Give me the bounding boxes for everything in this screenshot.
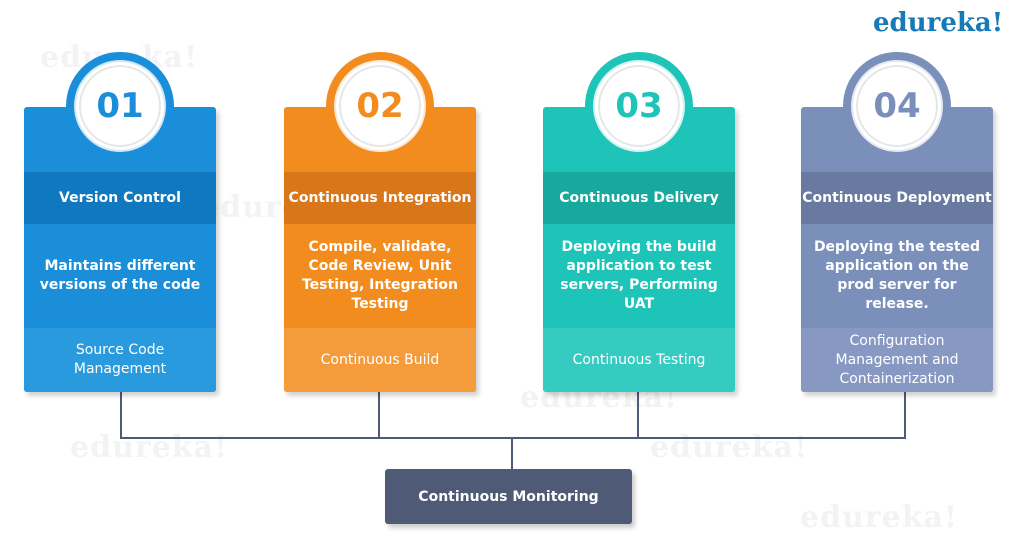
stage-number: 03 [595,62,683,150]
stage-description: Deploying the tested application on the … [813,239,981,312]
stage-number: 04 [853,62,941,150]
stage-description: Deploying the build application to test … [560,239,718,312]
stage-number-badge: 01 [66,52,174,160]
stage-tool: Continuous Build [284,328,476,392]
stage-number: 01 [76,62,164,150]
stage-description: Compile, validate, Code Review, Unit Tes… [301,239,458,312]
stage-number: 02 [336,62,424,150]
connector [378,392,380,438]
watermark: edureka! [70,430,229,465]
watermark: edureka! [650,430,809,465]
stage-card: Continuous Integration Compile, validate… [284,107,476,392]
connector [120,392,122,438]
stage-title: Version Control [24,172,216,224]
stage-title: Continuous Integration [284,172,476,224]
stage-tool: Source Code Management [24,328,216,392]
stage-number-badge: 02 [326,52,434,160]
connector [511,437,513,469]
connector [904,392,906,438]
edureka-logo: edureka! [873,8,1004,38]
stage-number-badge: 04 [843,52,951,160]
stage-tool: Continuous Testing [543,328,735,392]
stage-tool: Configuration Management and Containeriz… [801,328,993,392]
connector [637,392,639,438]
watermark: edureka! [800,500,959,535]
stage-description: Maintains different versions of the code [39,258,201,293]
stage-number-badge: 03 [585,52,693,160]
stage-title: Continuous Delivery [543,172,735,224]
continuous-monitoring-box: Continuous Monitoring [385,469,632,524]
stage-title: Continuous Deployment [801,172,993,224]
connector-horizontal [120,437,906,439]
